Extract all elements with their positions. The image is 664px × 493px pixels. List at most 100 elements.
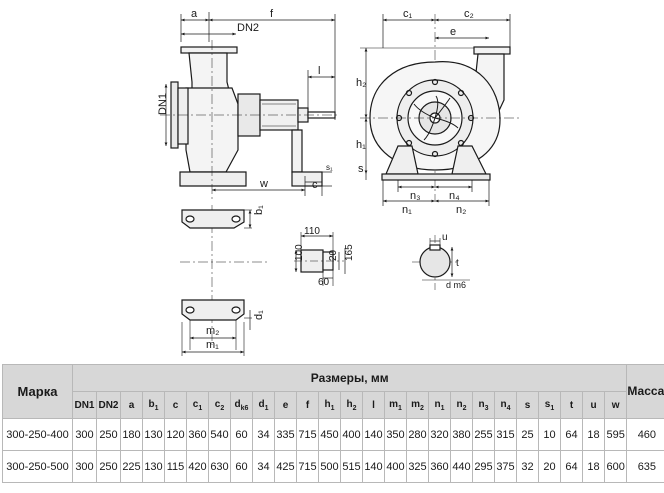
column-header-symbol: w bbox=[611, 399, 620, 411]
label-100: 100 bbox=[294, 244, 305, 261]
column-header: n3 bbox=[472, 391, 495, 419]
column-header: f bbox=[296, 391, 319, 419]
dimension-cell: 250 bbox=[96, 450, 121, 483]
column-header: m1 bbox=[384, 391, 407, 419]
column-header-symbol: b bbox=[148, 398, 155, 410]
label-n2: n₂ bbox=[456, 204, 466, 216]
dimension-cell: 515 bbox=[340, 450, 363, 483]
dimension-cell: 400 bbox=[340, 418, 363, 451]
dimension-cell: 360 bbox=[186, 418, 209, 451]
column-header-symbol: n bbox=[456, 398, 463, 410]
dimension-cell: 10 bbox=[538, 418, 561, 451]
label-m2: m₂ bbox=[206, 325, 219, 337]
column-header-subscript: 3 bbox=[484, 404, 489, 412]
column-header-symbol: m bbox=[389, 398, 398, 410]
column-header-subscript: 1 bbox=[198, 404, 203, 412]
mass-cell: 460 bbox=[626, 418, 664, 451]
header-marka: Марка bbox=[2, 364, 73, 419]
dimension-cell: 300 bbox=[72, 450, 97, 483]
dimension-cell: 380 bbox=[450, 418, 473, 451]
dimension-cell: 180 bbox=[120, 418, 143, 451]
label-dn2: DN2 bbox=[237, 22, 259, 34]
dimension-cell: 295 bbox=[472, 450, 495, 483]
column-header: t bbox=[560, 391, 583, 419]
dimension-cell: 140 bbox=[362, 450, 385, 483]
dimension-cell: 630 bbox=[208, 450, 231, 483]
column-header-symbol: h bbox=[324, 398, 331, 410]
dimension-cell: 32 bbox=[516, 450, 539, 483]
column-header: h2 bbox=[340, 391, 363, 419]
label-s: s bbox=[358, 163, 364, 175]
column-header: dk6 bbox=[230, 391, 253, 419]
column-header-subscript: 1 bbox=[330, 404, 335, 412]
label-c1: c₁ bbox=[403, 8, 413, 20]
column-header: w bbox=[603, 391, 628, 419]
column-header: b1 bbox=[142, 391, 165, 419]
column-header-symbol: l bbox=[372, 399, 375, 411]
column-header-symbol: u bbox=[590, 399, 597, 411]
label-s1: s₁ bbox=[326, 163, 333, 172]
column-header: c1 bbox=[186, 391, 209, 419]
label-n1: n₁ bbox=[402, 204, 412, 216]
dimension-cell: 115 bbox=[164, 450, 187, 483]
dimension-cell: 64 bbox=[560, 450, 583, 483]
dimension-cell: 20 bbox=[538, 450, 561, 483]
label-20: 20 bbox=[328, 249, 339, 261]
column-header-symbol: a bbox=[128, 399, 135, 411]
label-n4: n₄ bbox=[449, 190, 460, 202]
column-header-subscript: 4 bbox=[506, 404, 511, 412]
dimension-cell: 18 bbox=[582, 450, 605, 483]
label-dn1: DN1 bbox=[157, 93, 169, 115]
dimension-cell: 25 bbox=[516, 418, 539, 451]
column-header-subscript: 1 bbox=[264, 404, 269, 412]
dimension-cell: 440 bbox=[450, 450, 473, 483]
column-header: c2 bbox=[208, 391, 231, 419]
dimension-cell: 130 bbox=[142, 450, 165, 483]
dimension-cell: 250 bbox=[96, 418, 121, 451]
dimension-cell: 255 bbox=[472, 418, 495, 451]
dimension-cell: 315 bbox=[494, 418, 517, 451]
label-b1: b₁ bbox=[253, 205, 265, 215]
column-header: m2 bbox=[406, 391, 429, 419]
label-c2: c₂ bbox=[464, 8, 474, 20]
side-view-labels: a f DN2 DN1 l w c s₁ bbox=[157, 8, 333, 191]
column-header-subscript: 2 bbox=[220, 404, 225, 412]
column-header: u bbox=[582, 391, 605, 419]
dimension-cell: 540 bbox=[208, 418, 231, 451]
header-sizes: Размеры, мм bbox=[71, 364, 628, 392]
column-header-symbol: DN1 bbox=[74, 399, 95, 411]
dimension-cell: 34 bbox=[252, 418, 275, 451]
column-header-subscript: 1 bbox=[550, 404, 555, 412]
side-view bbox=[160, 12, 340, 200]
column-header: DN1 bbox=[72, 391, 97, 419]
column-header-symbol: m bbox=[411, 398, 420, 410]
dimension-cell: 500 bbox=[318, 450, 341, 483]
column-header-symbol: f bbox=[305, 399, 310, 411]
label-n3: n₃ bbox=[410, 190, 421, 202]
front-view-labels: c₁ c₂ e h₂ h₁ s n₃ n₄ n₁ n₂ bbox=[356, 8, 474, 216]
label-e: e bbox=[450, 26, 456, 38]
column-header: DN2 bbox=[96, 391, 121, 419]
label-a: a bbox=[191, 8, 198, 20]
column-header: c bbox=[164, 391, 187, 419]
label-w: w bbox=[259, 178, 268, 190]
label-u: u bbox=[442, 232, 448, 243]
label-m1: m₁ bbox=[206, 339, 219, 351]
foot-detail-labels: b₁ d₁ m₂ m₁ bbox=[206, 205, 265, 351]
column-header-symbol: h bbox=[346, 398, 353, 410]
column-header-subscript: 2 bbox=[352, 404, 357, 412]
dimension-cell: 130 bbox=[142, 418, 165, 451]
dimension-cell: 60 bbox=[230, 418, 253, 451]
column-header-symbol: c bbox=[192, 398, 199, 410]
label-dm6: d m6 bbox=[446, 280, 466, 290]
dimension-cell: 34 bbox=[252, 450, 275, 483]
shaft-end-labels: 110 100 20 165 60 bbox=[294, 226, 355, 288]
label-f: f bbox=[270, 8, 274, 20]
header-mass: Масса, кг bbox=[626, 364, 664, 419]
dimension-cell: 64 bbox=[560, 418, 583, 451]
dimension-cell: 335 bbox=[274, 418, 297, 451]
column-header: n1 bbox=[428, 391, 451, 419]
column-header-symbol: c bbox=[172, 399, 179, 411]
